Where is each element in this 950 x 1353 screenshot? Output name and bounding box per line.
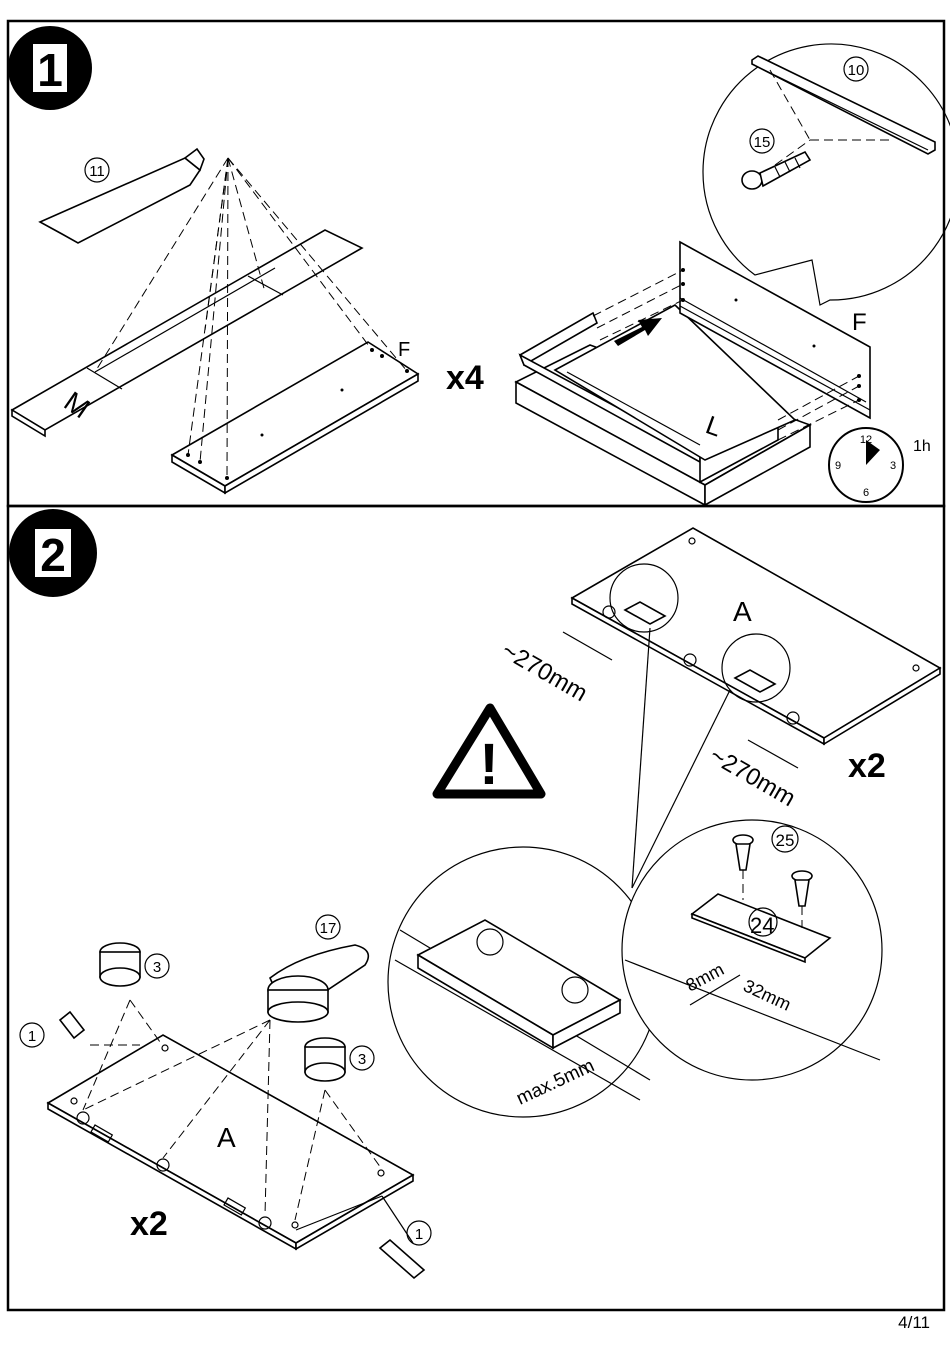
part-label-f-large: F (852, 309, 867, 336)
step-1-number: 1 (37, 44, 63, 96)
svg-text:3: 3 (890, 460, 896, 472)
svg-text:~270mm: ~270mm (497, 637, 592, 707)
callout-cam-nut-right: 3 (350, 1046, 374, 1070)
cam-nut-icon (305, 1038, 345, 1081)
part-label-a-top: A (733, 596, 752, 627)
step-1-badge: 1 (8, 26, 92, 110)
svg-text:~270mm: ~270mm (705, 742, 800, 812)
svg-text:3: 3 (358, 1051, 366, 1068)
screw-icon (742, 152, 810, 189)
svg-text:6: 6 (863, 487, 869, 499)
step-2-badge: 2 (9, 509, 97, 597)
svg-text:10: 10 (848, 62, 865, 79)
svg-text:1: 1 (28, 1028, 36, 1045)
multiplier-bottom: x2 (130, 1205, 168, 1243)
panel-a-top: A (572, 528, 940, 744)
callout-cam-nut-left: 3 (145, 954, 169, 978)
dimension-top-left: ~270mm (497, 632, 612, 707)
svg-text:11: 11 (89, 163, 105, 180)
cam-nut-icon (100, 943, 140, 986)
page-number: 4/11 (898, 1313, 930, 1333)
cam-lock-icon (268, 945, 368, 1022)
svg-text:12: 12 (860, 434, 872, 446)
multiplier-top: x2 (848, 747, 886, 785)
svg-text:9: 9 (835, 460, 841, 472)
svg-text:1: 1 (415, 1226, 423, 1243)
warning-icon: ! (437, 708, 541, 797)
svg-text:17: 17 (320, 920, 337, 937)
multiplier-x4: x4 (446, 359, 484, 397)
callout-cam: 17 (316, 915, 340, 939)
callout-dowel-right: 1 (407, 1221, 431, 1245)
time-label: 1h (913, 438, 931, 455)
callout-glue: 11 (85, 158, 109, 182)
callout-dowel-left: 1 (20, 1023, 44, 1047)
detail-bubble-screws: 24 25 8mm 32mm (622, 820, 882, 1080)
detail-bubble-plate: max.5mm (388, 847, 658, 1117)
callout-screw-25: 25 (776, 831, 795, 850)
svg-text:3: 3 (153, 959, 161, 976)
step-2-number: 2 (40, 529, 66, 581)
clock-icon: 12 3 6 9 (829, 428, 903, 502)
callout-strip: 10 (844, 57, 868, 81)
callout-screw: 15 (750, 129, 774, 153)
dimension-top-right: ~270mm (705, 740, 800, 812)
svg-text:15: 15 (754, 134, 771, 151)
glue-tube-icon (40, 149, 204, 243)
svg-text:!: ! (479, 732, 498, 797)
part-label-f-small: F (398, 339, 410, 361)
part-label-a-bottom: A (217, 1122, 236, 1153)
detail-bubble-step1 (703, 44, 950, 305)
dowel-icon (60, 1012, 84, 1038)
dowel-icon (380, 1240, 424, 1278)
